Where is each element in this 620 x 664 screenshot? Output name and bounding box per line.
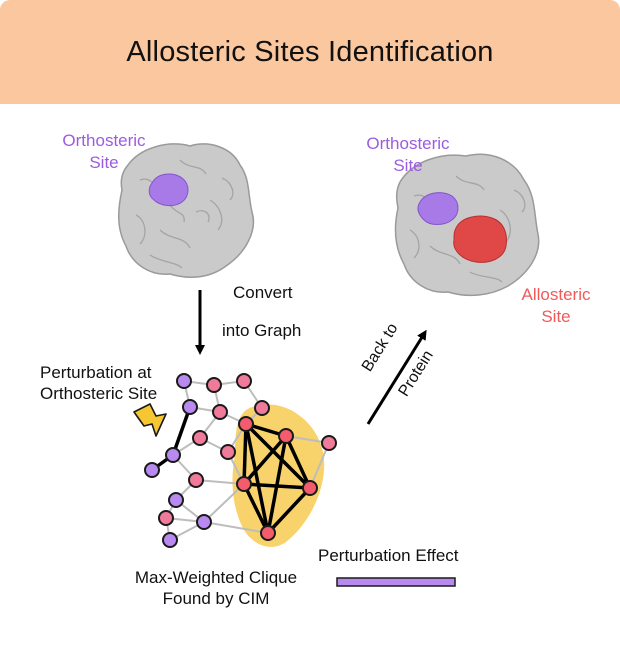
protein-left	[118, 143, 255, 279]
into-graph-label: into Graph	[222, 321, 302, 340]
clique-caption-line: Found by CIM	[162, 589, 270, 608]
orthosteric-label-left: Orthosteric Site	[44, 130, 164, 174]
clique-node	[278, 428, 294, 444]
node	[321, 435, 337, 451]
orthosteric-label-line: Orthosteric	[62, 131, 146, 150]
site-label-line: Site	[541, 307, 571, 326]
clique-node	[238, 416, 254, 432]
node	[165, 447, 181, 463]
clique-node	[302, 480, 318, 496]
node	[236, 373, 252, 389]
node	[196, 514, 212, 530]
site-label-line: Site	[89, 153, 119, 172]
clique-caption-line: Max-Weighted Clique	[134, 568, 298, 587]
node	[212, 404, 228, 420]
clique-node	[236, 476, 252, 492]
node	[192, 430, 208, 446]
orthosteric-label-right: Orthosteric Site	[346, 133, 470, 177]
allosteric-site	[453, 215, 507, 263]
allosteric-label: Allosteric Site	[496, 284, 616, 328]
convert-label: Convert	[233, 283, 293, 302]
back-to-label: Back to	[359, 320, 402, 374]
header-banner: Allosteric Sites Identification	[0, 0, 620, 104]
perturbation-label-line: Perturbation at	[40, 363, 152, 382]
node	[220, 444, 236, 460]
node	[206, 377, 222, 393]
clique-caption: Max-Weighted Clique Found by CIM	[96, 567, 336, 609]
orthosteric-site-right	[417, 192, 459, 225]
protein-label: Protein	[396, 348, 437, 400]
orthosteric-site-left	[148, 173, 189, 207]
lightning-icon	[133, 403, 167, 437]
node	[182, 399, 198, 415]
node	[158, 510, 174, 526]
node	[162, 532, 178, 548]
perturbation-effect-bar	[336, 577, 456, 587]
clique-edges	[150, 406, 312, 535]
protein-right	[394, 153, 540, 297]
orthosteric-label-line: Orthosteric	[366, 134, 450, 153]
perturbation-label-line: Orthosteric Site	[40, 384, 158, 403]
allosteric-label-line: Allosteric	[521, 285, 591, 304]
node	[144, 462, 160, 478]
node	[168, 492, 184, 508]
graph-nodes	[144, 373, 337, 548]
node	[176, 373, 192, 389]
page-title: Allosteric Sites Identification	[126, 35, 494, 68]
diagonal-arrow	[366, 329, 427, 425]
node	[254, 400, 270, 416]
site-label-line: Site	[393, 156, 423, 175]
clique-node	[260, 525, 276, 541]
perturbation-effect-label: Perturbation Effect	[318, 546, 459, 565]
perturbation-label: Perturbation at Orthosteric Site	[40, 362, 190, 404]
node	[188, 472, 204, 488]
